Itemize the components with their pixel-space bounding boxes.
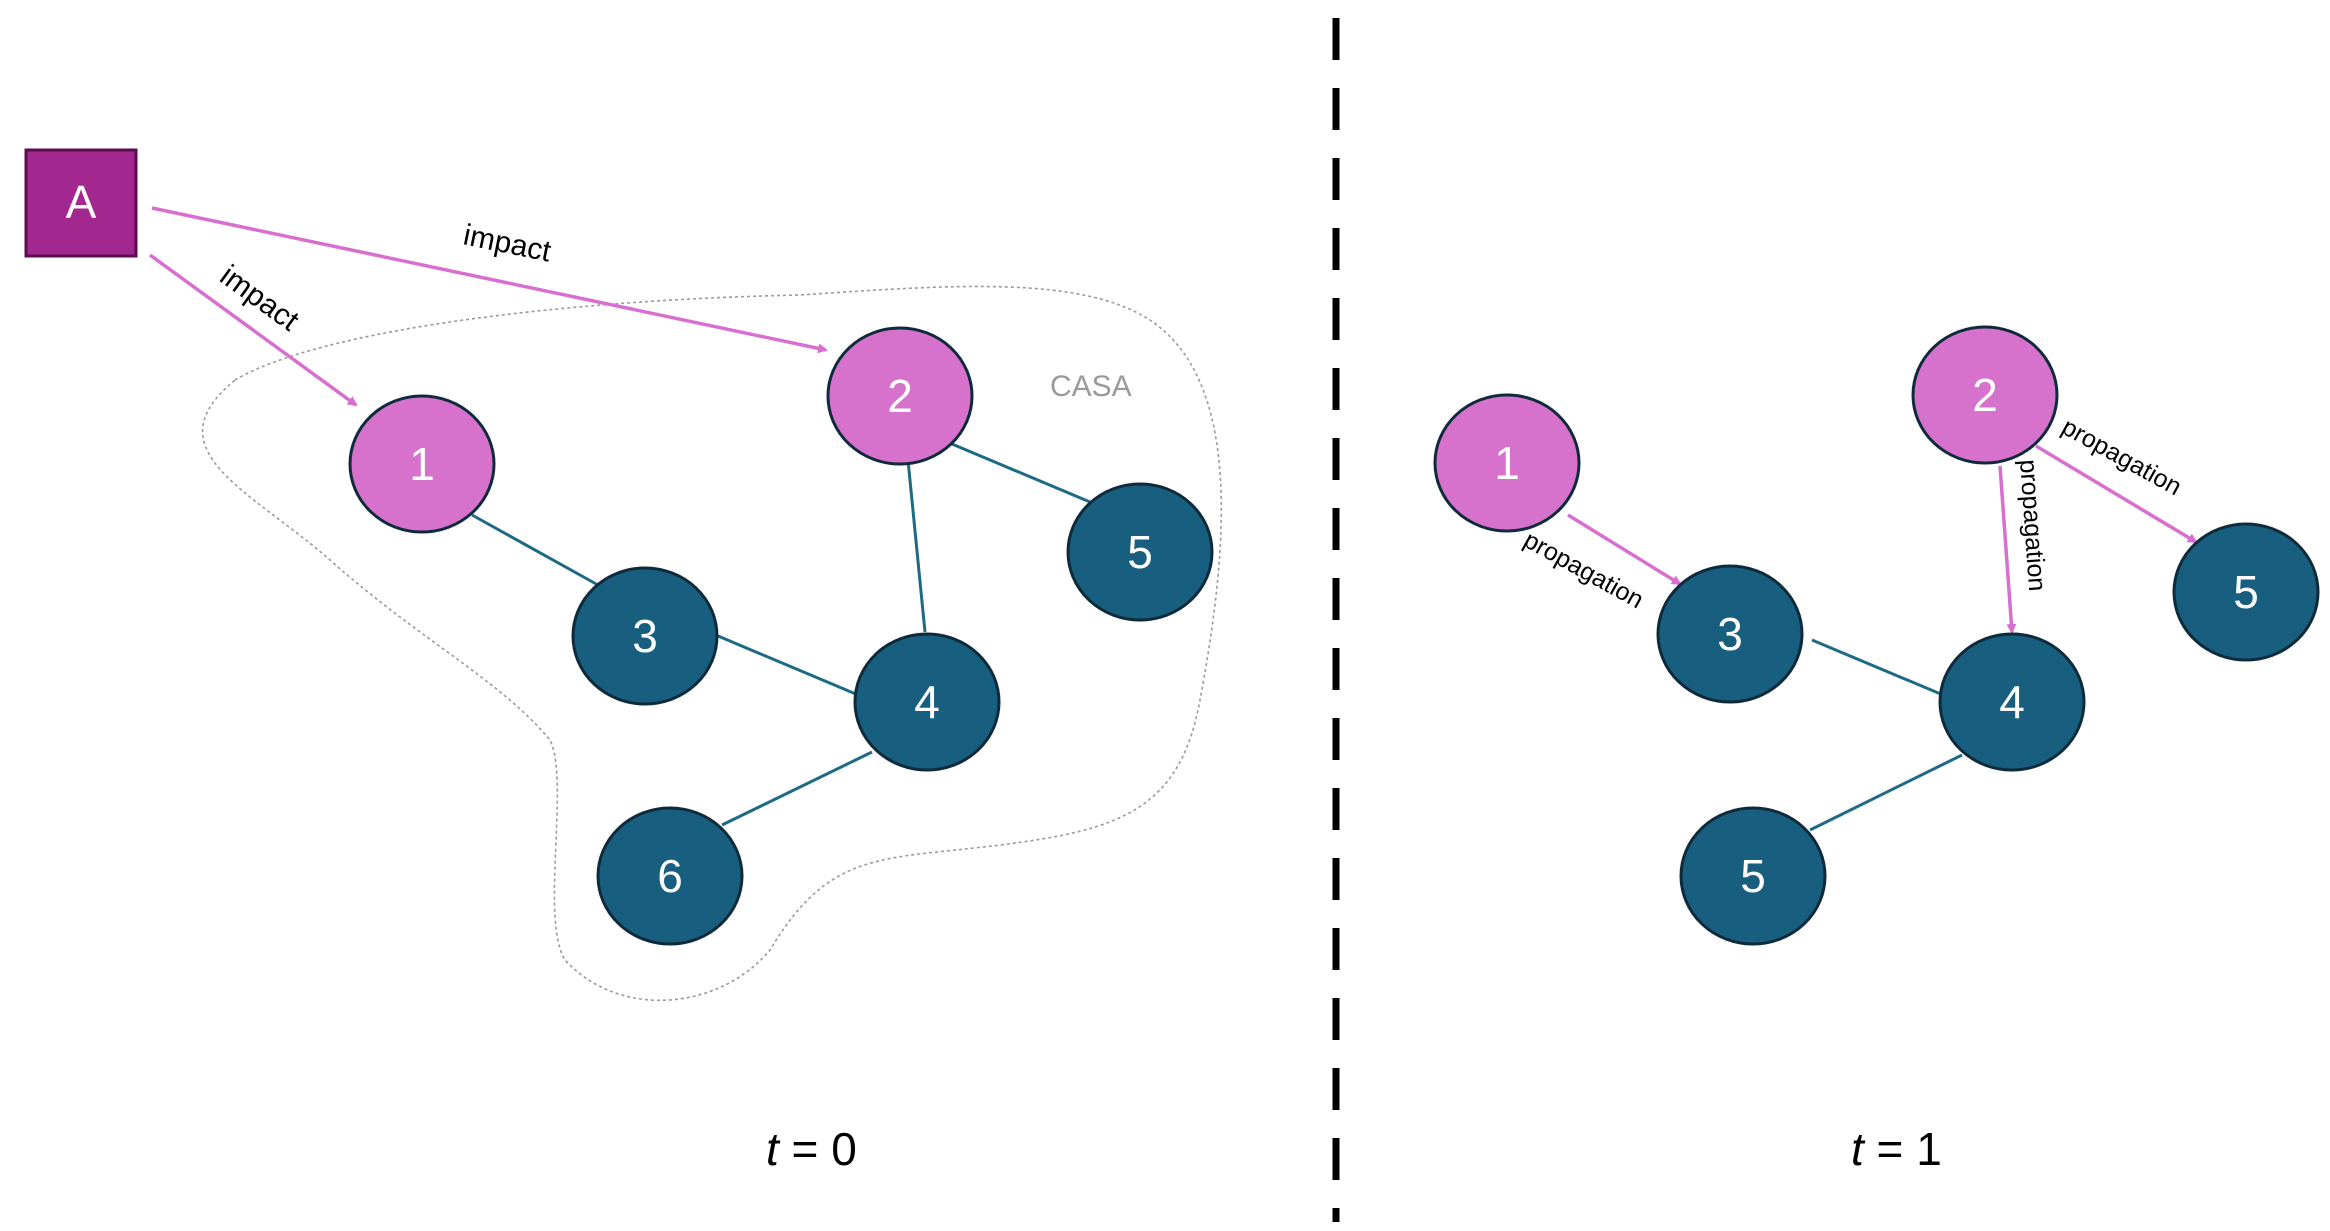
node-4: 4	[853, 632, 1001, 772]
node-5: 5	[1066, 482, 1214, 622]
link-2-5	[951, 442, 1091, 504]
node-4-t1: 4	[1938, 632, 2086, 772]
link-3-4	[717, 634, 871, 702]
arrow-label-propagation-3: propagation	[2057, 413, 2186, 502]
node-label: 2	[887, 370, 913, 422]
caption-left-rest: = 0	[779, 1123, 857, 1175]
node-label: 1	[409, 438, 435, 490]
link-4-6	[721, 750, 873, 827]
node-label: 4	[1999, 676, 2025, 728]
link-3-4-t1	[1811, 638, 1956, 702]
caption-right: t = 1	[1851, 1123, 1942, 1175]
arrow-label-propagation-2: propagation	[2014, 458, 2051, 592]
node-3: 3	[571, 566, 719, 706]
node-label: 3	[1717, 608, 1743, 660]
arrow-2-to-5	[2035, 444, 2198, 544]
agent-a-box	[24, 148, 138, 258]
arrow-a-to-2	[151, 206, 828, 354]
caption-right-var: t	[1851, 1123, 1866, 1175]
node-1-t1: 1	[1433, 393, 1581, 533]
link-1-3	[471, 513, 599, 587]
arrow-1-to-3	[1567, 513, 1682, 586]
link-2-4	[906, 459, 927, 633]
node-6: 6	[596, 806, 744, 946]
right-panel: propagation propagation propagation 1 2 …	[1433, 325, 2320, 1175]
arrow-label-impact-2: impact	[461, 219, 555, 269]
node-label: 5	[1740, 850, 1766, 902]
node-label: 3	[632, 610, 658, 662]
arrow-2-to-4	[1998, 465, 2017, 634]
node-3-t1: 3	[1656, 564, 1804, 704]
caption-left-var: t	[766, 1123, 781, 1175]
node-label: 4	[914, 676, 940, 728]
caption-right-rest: = 1	[1864, 1123, 1942, 1175]
node-label: 5	[2233, 566, 2259, 618]
caption-left: t = 0	[766, 1123, 857, 1175]
casa-label: CASA	[1050, 370, 1132, 403]
node-1: 1	[348, 394, 496, 534]
left-panel: CASA impact impact A 1 2 3 4	[24, 148, 1223, 1175]
node-label: 2	[1972, 369, 1998, 421]
node-2: 2	[826, 326, 974, 466]
agent-a-label: A	[66, 176, 97, 228]
node-5a-t1: 5	[2172, 522, 2320, 662]
node-label: 5	[1127, 526, 1153, 578]
node-label: 6	[657, 850, 683, 902]
node-2-t1: 2	[1911, 325, 2059, 465]
arrow-a-to-1	[148, 253, 358, 407]
node-5b-t1: 5	[1679, 806, 1827, 946]
arrow-label-impact-1: impact	[214, 259, 305, 338]
link-4-5-t1	[1809, 753, 1963, 832]
node-label: 1	[1494, 437, 1520, 489]
casa-boundary	[201, 285, 1223, 1002]
arrow-label-propagation-1: propagation	[1519, 526, 1648, 615]
